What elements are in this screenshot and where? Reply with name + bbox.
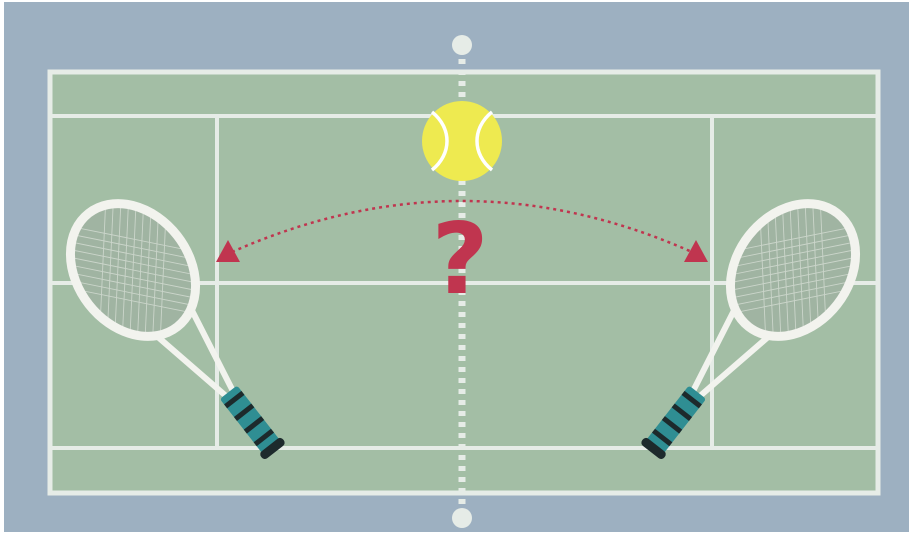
tennis-ball: [422, 101, 502, 181]
net-post-bottom: [452, 508, 472, 528]
net-post-top: [452, 35, 472, 55]
question-mark-icon: ?: [420, 205, 500, 315]
